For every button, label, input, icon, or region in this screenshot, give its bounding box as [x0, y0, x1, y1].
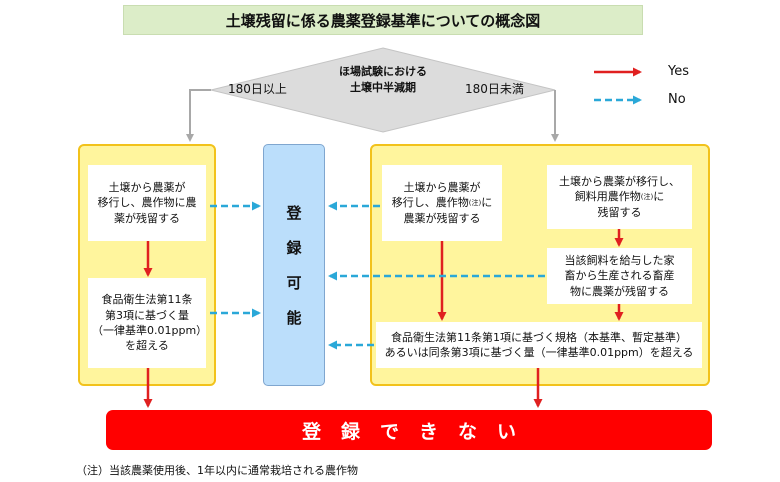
- left-box2-line1: 食品衛生法第11条: [101, 293, 193, 307]
- right-box2-line3: 残留する: [597, 205, 642, 219]
- right-box-crop-residue: 土壌から農薬が 移行し、農作物(注)に 農薬が残留する: [382, 165, 502, 241]
- right-box3-line2: 畜から生産される畜産: [564, 269, 675, 283]
- registration-possible-char3: 可: [286, 274, 302, 292]
- footnote: （注）当該農薬使用後、1年以内に通常栽培される農作物: [76, 464, 358, 477]
- right-box1-note-mark: (注): [468, 199, 482, 208]
- decision-line1: ほ場試験における: [339, 65, 427, 78]
- page-title: 土壌残留に係る農薬登録基準についての概念図: [123, 5, 643, 35]
- right-box2-line2b: に: [653, 190, 665, 204]
- decision-text: ほ場試験における 土壌中半減期: [298, 64, 468, 96]
- right-box2-line2a: 飼料用農作物: [574, 190, 641, 204]
- registration-possible-char4: 能: [286, 309, 302, 327]
- branch-left-label: 180日以上: [228, 82, 287, 96]
- left-box1-line1: 土壌から農薬が: [108, 180, 186, 194]
- registration-possible-char2: 録: [286, 239, 302, 257]
- left-box-residue: 土壌から農薬が 移行し、農作物に農 薬が残留する: [88, 165, 206, 241]
- branch-right-label: 180日未満: [465, 82, 524, 96]
- right-box2-note-mark: (注): [640, 193, 654, 202]
- right-box1-line3: 農薬が残留する: [403, 211, 481, 225]
- legend-yes-label: Yes: [668, 64, 689, 79]
- right-box4-line2: あるいは同条第3項に基づく量（一律基準0.01ppm）を超える: [384, 346, 694, 359]
- right-box-feed-residue: 土壌から農薬が移行し、 飼料用農作物(注)に 残留する: [547, 165, 692, 229]
- left-box2-line3: （一律基準0.01ppm）: [92, 324, 208, 337]
- right-box-livestock-residue: 当該飼料を給与した家 畜から生産される畜産 物に農薬が残留する: [547, 248, 692, 304]
- right-box3-line3: 物に農薬が残留する: [570, 284, 669, 298]
- decision-line2: 土壌中半減期: [350, 80, 416, 94]
- right-box2-line1: 土壌から農薬が移行し、: [559, 174, 680, 188]
- left-box2-line4: を超える: [125, 339, 169, 353]
- right-box1-line1: 土壌から農薬が: [403, 180, 481, 194]
- legend-arrows: [594, 67, 642, 105]
- left-box1-line2: 移行し、農作物に農: [97, 196, 197, 210]
- registration-possible-char1: 登: [286, 204, 302, 222]
- left-box2-line2: 第3項に基づく量: [105, 308, 189, 322]
- registration-denied-text: 登録できない: [301, 420, 536, 443]
- right-box1-line2a: 移行し、農作物: [391, 196, 469, 210]
- right-box4-line1: 食品衛生法第11条第1項に基づく規格（本基準、暫定基準）: [391, 330, 687, 344]
- branch-left-line: [186, 89, 211, 142]
- decision-diamond: [210, 47, 556, 133]
- right-box-standard: 食品衛生法第11条第1項に基づく規格（本基準、暫定基準） あるいは同条第3項に基…: [376, 322, 702, 368]
- right-box1-line2b: に: [481, 196, 493, 210]
- registration-denied-box: 登録できない: [106, 410, 712, 450]
- registration-possible-box: 登 録 可 能: [263, 144, 325, 386]
- left-box-standard: 食品衛生法第11条 第3項に基づく量 （一律基準0.01ppm） を超える: [88, 278, 208, 368]
- legend-no-label: No: [668, 92, 686, 107]
- left-box1-line3: 薬が残留する: [114, 211, 180, 225]
- right-box3-line1: 当該飼料を給与した家: [564, 253, 675, 267]
